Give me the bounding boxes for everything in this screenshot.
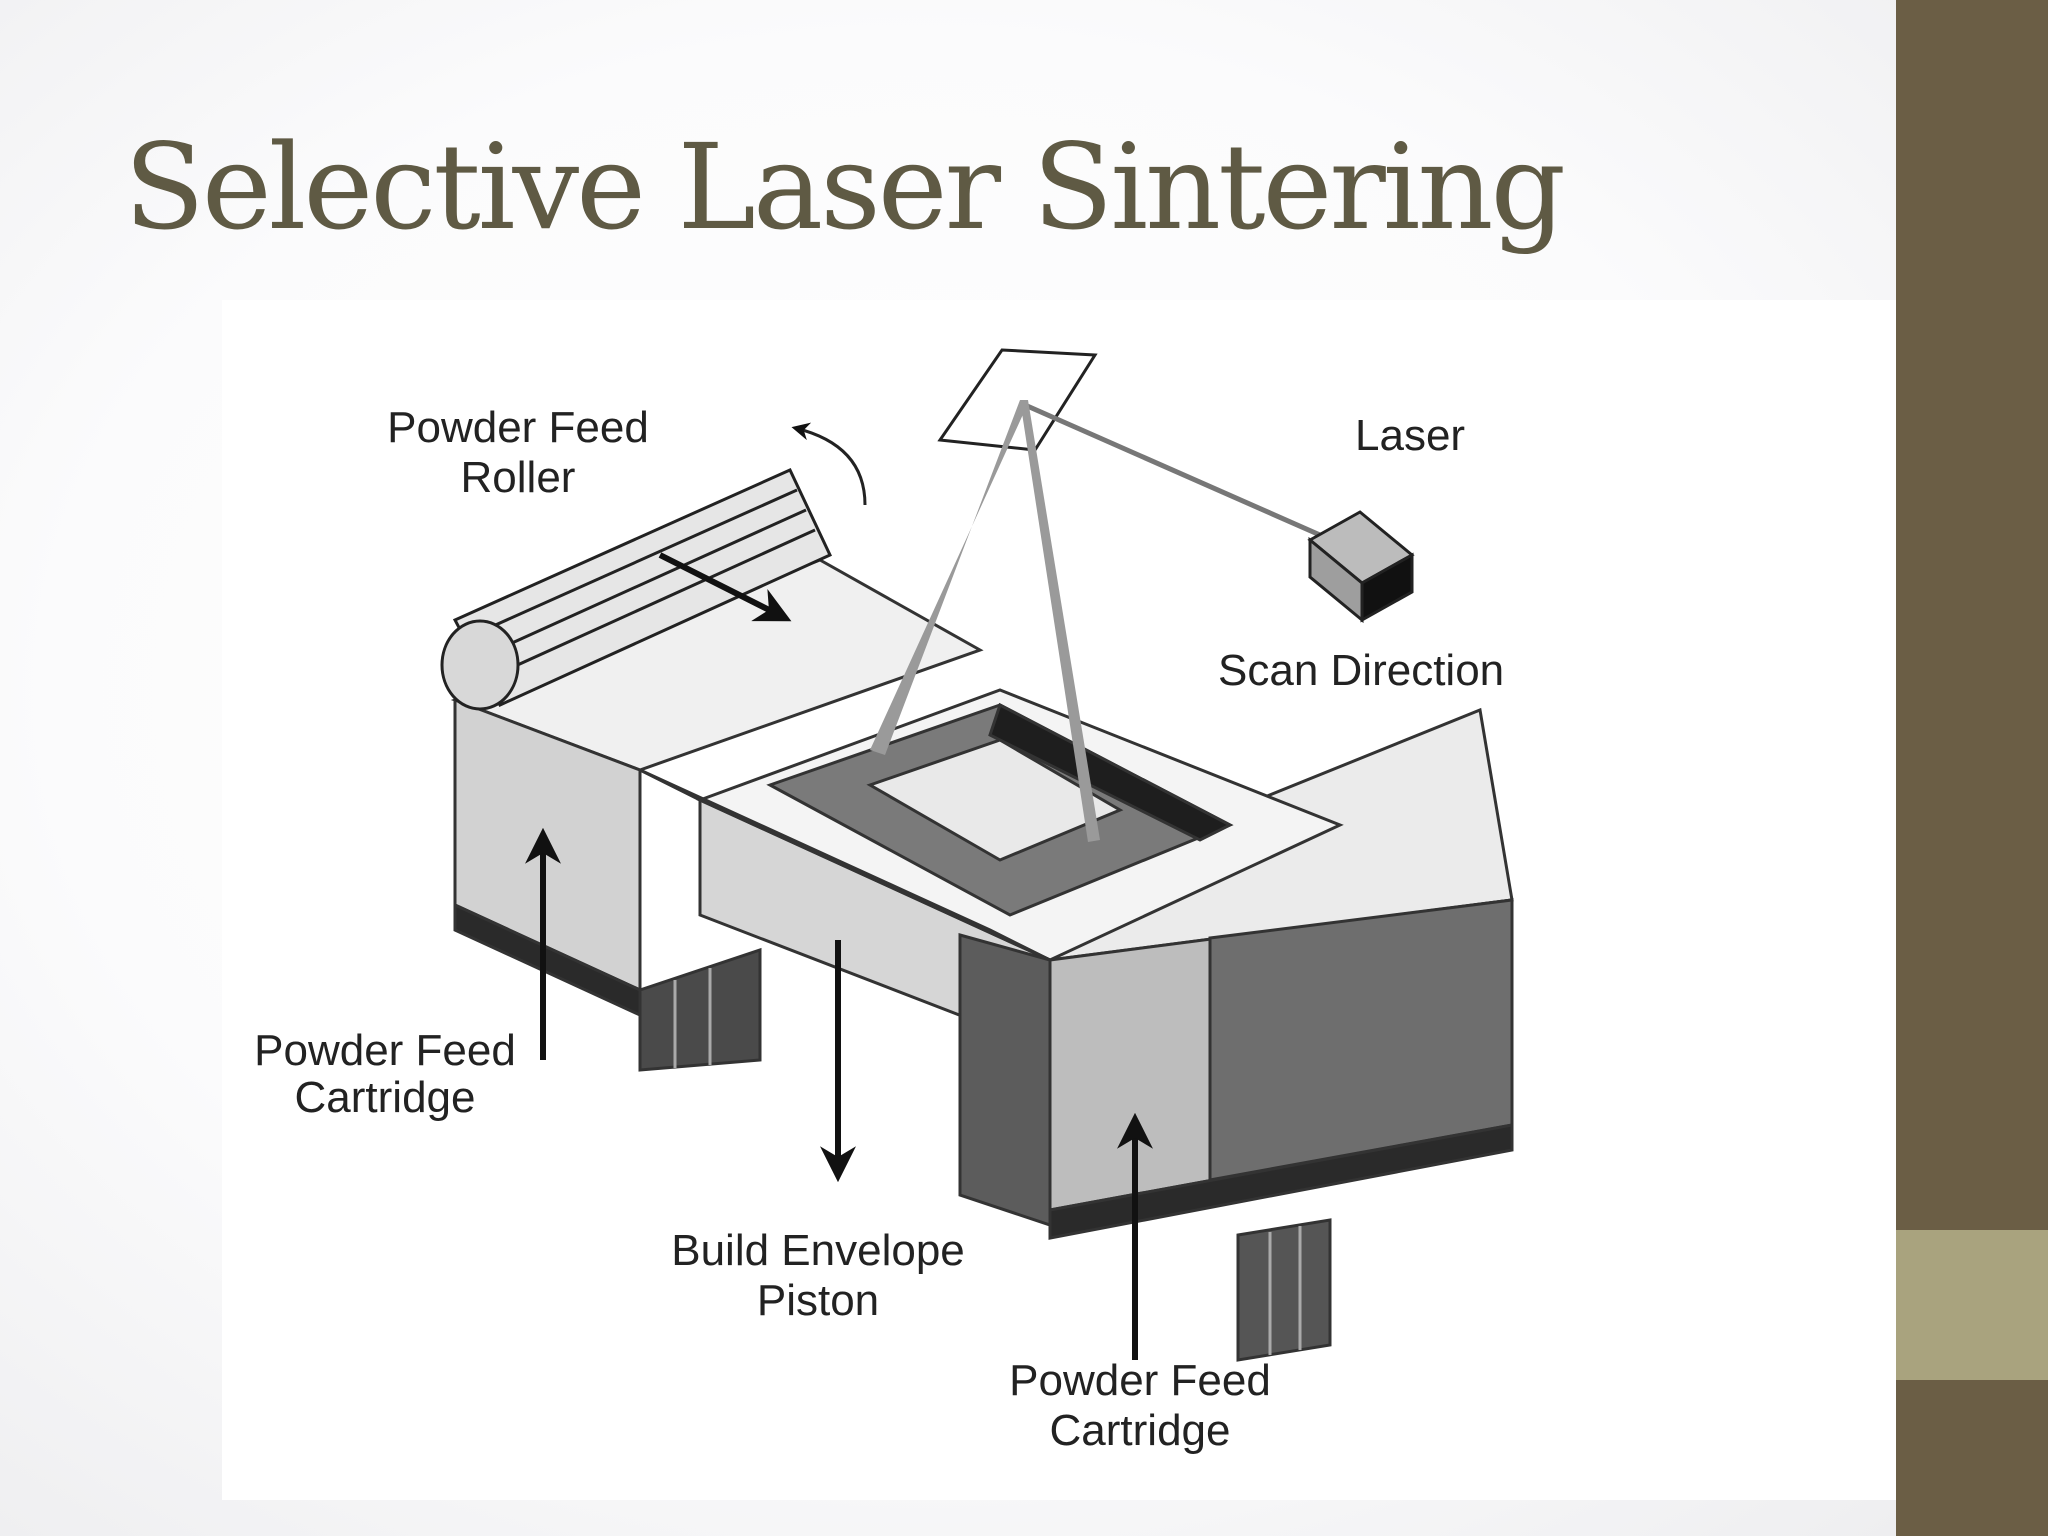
label-scan-direction: Scan Direction — [1218, 646, 1504, 695]
build-section — [639, 688, 1344, 1228]
rotation-arc-icon — [791, 422, 867, 506]
laser-source — [1307, 510, 1415, 624]
roller-direction-arrow — [658, 552, 792, 622]
slide-title: Selective Laser Sintering — [124, 118, 1566, 256]
powder-feed-roller — [440, 468, 833, 711]
label-piston-line2: Piston — [757, 1276, 879, 1325]
laser-beam-cone — [870, 400, 1025, 755]
label-roller-line1: Powder Feed — [387, 403, 649, 452]
label-left-cartridge-line1: Powder Feed — [254, 1026, 516, 1075]
label-laser: Laser — [1355, 411, 1465, 460]
side-accent — [1896, 1230, 2048, 1380]
label-right-cartridge-line2: Cartridge — [1050, 1406, 1231, 1455]
label-piston-line1: Build Envelope — [671, 1226, 965, 1275]
label-right-cartridge-line1: Powder Feed — [1009, 1356, 1271, 1405]
laser-beam-horizontal — [1023, 402, 1322, 538]
laser-mirror — [937, 348, 1098, 452]
label-left-cartridge-line2: Cartridge — [295, 1073, 476, 1122]
label-roller-line2: Roller — [461, 453, 576, 502]
